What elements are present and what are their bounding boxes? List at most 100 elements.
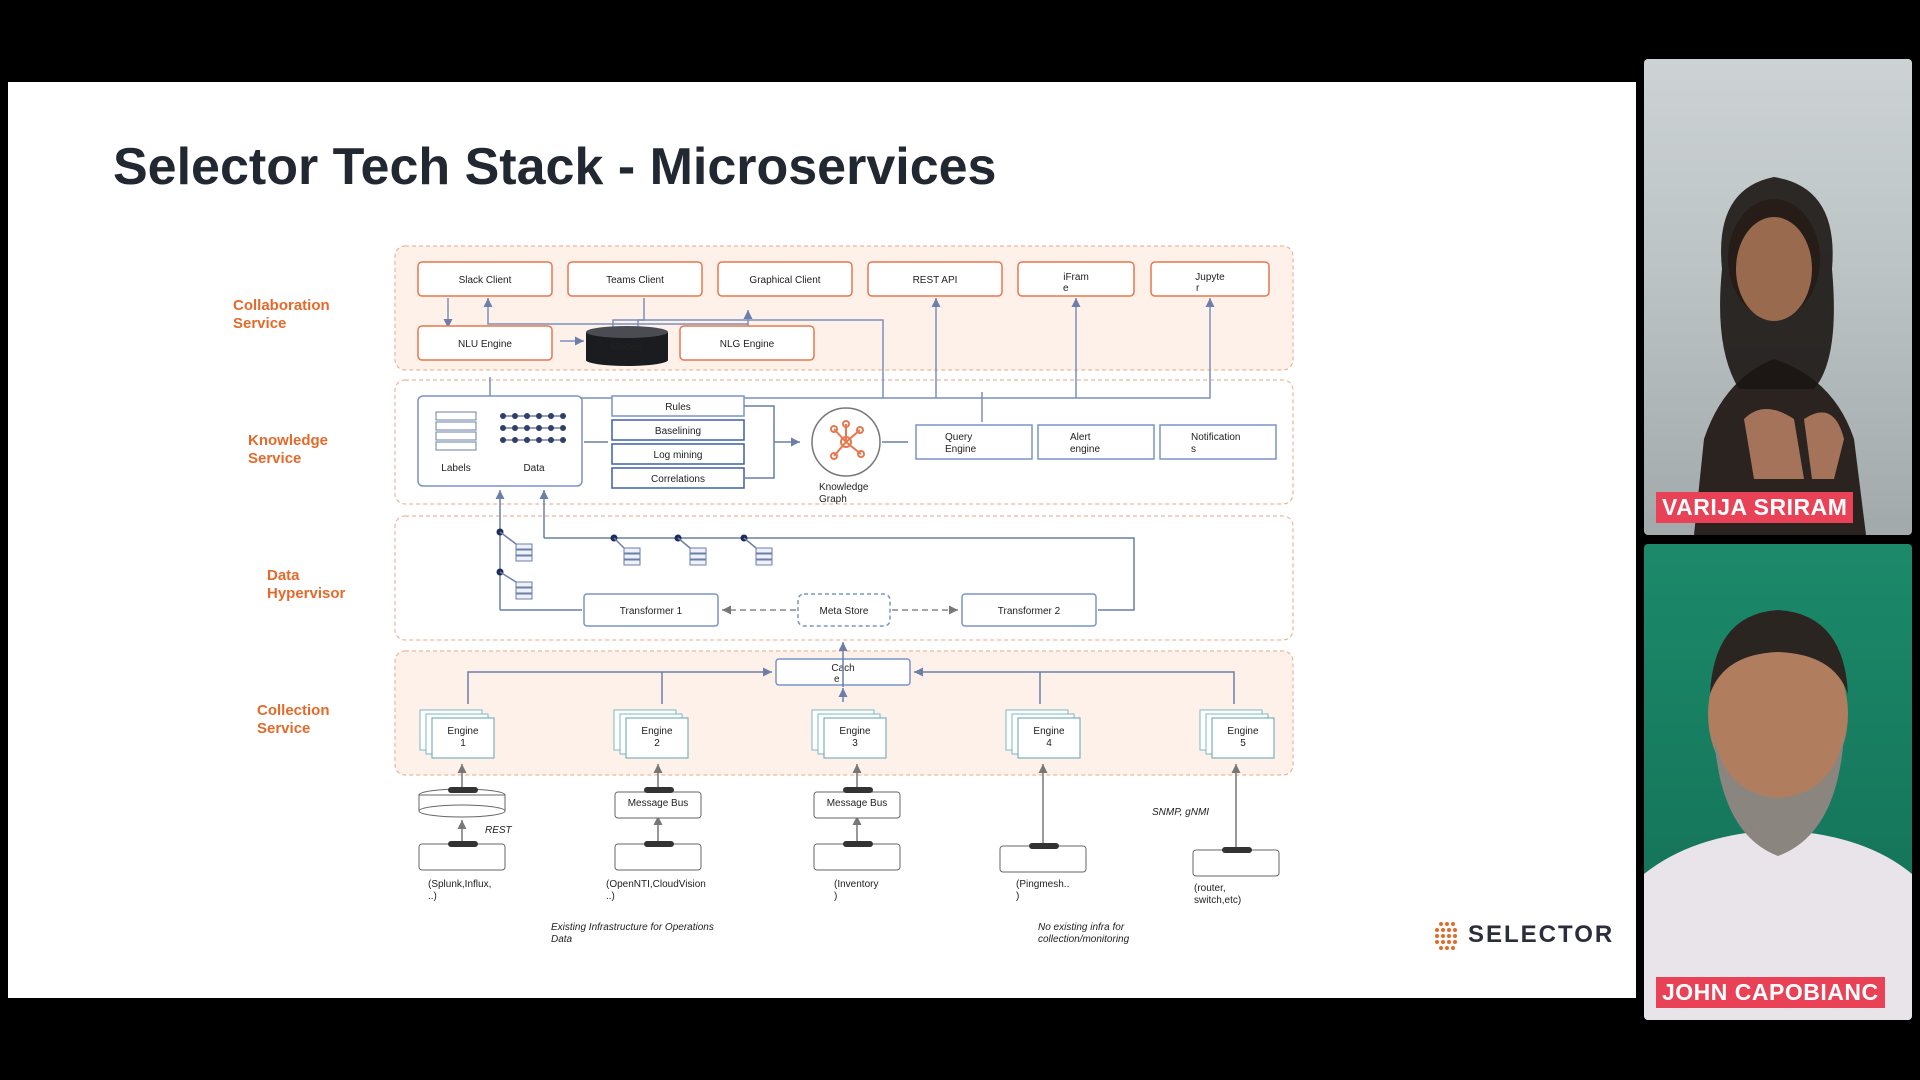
source-3-label-cont: ) (834, 891, 837, 902)
meta-store-label: Meta Store (820, 606, 869, 617)
engine-4-label: Engine (1033, 726, 1065, 737)
source-5-label: (router, (1194, 883, 1226, 894)
source-2-label-cont: ..) (606, 891, 615, 902)
teams-client-box (567, 261, 703, 297)
source-5-label-cont: switch,etc) (1194, 895, 1241, 906)
source-4-label-cont: ) (1016, 891, 1019, 902)
slide-title: Selector Tech Stack - Microservices (113, 138, 997, 196)
engine-4-label-cont: 4 (1046, 738, 1052, 749)
notifications-box (1159, 424, 1277, 460)
jupyter-label-cont: r (1196, 283, 1200, 294)
notifications-label-cont: s (1191, 444, 1196, 455)
engine-1-label: Engine (447, 726, 479, 737)
participant-silhouette (1644, 610, 1912, 1020)
layer-label-line: Service (248, 450, 302, 467)
transformer1-label: Transformer 1 (620, 606, 683, 617)
no-infra-note: No existing infra for (1038, 922, 1125, 933)
query-engine-label: Query (945, 432, 972, 443)
engine-3: Engine 3 (811, 709, 887, 759)
engine-3-label: Engine (839, 726, 871, 737)
engine-2-label: Engine (641, 726, 673, 737)
knowledge-graph-label-cont: Graph (819, 494, 847, 505)
rules-connectors (584, 405, 908, 479)
source-1-label: (Splunk,Influx, (428, 879, 491, 890)
nlg-engine-box (679, 325, 815, 361)
meta-store-box (797, 593, 891, 627)
layer-label-line: Hypervisor (267, 585, 346, 602)
layer-label-line: Service (257, 720, 311, 737)
transformer1-box (583, 593, 719, 627)
teams-client-label: Teams Client (606, 275, 664, 286)
engine-1: Engine 1 (419, 709, 495, 759)
query-engine-box (915, 424, 1033, 460)
source-2-label: (OpenNTI,CloudVision (606, 879, 706, 890)
models-label: Models (611, 342, 643, 353)
participant-video-varija[interactable]: VARIJA SRIRAM (1644, 59, 1912, 535)
engine-3-label-cont: 3 (852, 738, 858, 749)
iframe-box (1017, 261, 1135, 297)
layer-label-collaboration: Collaboration Service (233, 297, 330, 333)
rest-label: REST (485, 825, 513, 836)
message-bus-label-1: Message Bus (628, 798, 689, 809)
labels-label: Labels (441, 463, 470, 474)
snmp-label: SNMP, gNMI (1152, 807, 1209, 818)
alert-engine-box (1037, 424, 1155, 460)
presentation-slide: Selector Tech Stack - Microservices Coll… (8, 82, 1636, 998)
data-icon (500, 413, 566, 443)
engine-2: Engine 2 (613, 709, 689, 759)
slack-client-label: Slack Client (459, 275, 512, 286)
labels-icon (435, 411, 477, 451)
message-bus-label-2: Message Bus (827, 798, 888, 809)
transformer2-label: Transformer 2 (998, 606, 1061, 617)
engine-5-label: Engine (1227, 726, 1259, 737)
source-1-label-cont: ..) (428, 891, 437, 902)
graphical-client-label: Graphical Client (749, 275, 820, 286)
knowledge-graph-icon (811, 407, 881, 477)
engine-4: Engine 4 (1005, 709, 1081, 759)
node-ticks (499, 531, 757, 583)
participant-silhouette (1694, 177, 1866, 535)
cache-label-cont: e (834, 674, 840, 685)
layer-label-line: Collaboration (233, 297, 330, 314)
jupyter-label: Jupyte (1195, 272, 1225, 283)
layer-label-collection: Collection Service (257, 702, 330, 738)
iframe-label: iFram (1063, 272, 1089, 283)
rest-api-label: REST API (913, 275, 958, 286)
alert-engine-label: Alert (1070, 432, 1091, 443)
data-label: Data (523, 463, 545, 474)
source-4-label: (Pingmesh.. (1016, 879, 1069, 890)
notifications-label: Notification (1191, 432, 1240, 443)
rules-stack: Rules Baselining Log mining Correlations (611, 395, 745, 489)
models-cylinder: Models (586, 326, 668, 366)
engine-1-label-cont: 1 (460, 738, 466, 749)
nlu-engine-box (417, 325, 553, 361)
layer-label-line: Knowledge (248, 432, 329, 449)
client-boxes: Slack Client Teams Client Graphical Clie… (417, 261, 1270, 297)
participant-name-tag: VARIJA SRIRAM (1656, 492, 1854, 523)
source-shapes (418, 787, 1280, 877)
graphical-client-box (717, 261, 853, 297)
source-3-label: (Inventory (834, 879, 878, 890)
knowledge-graph-label: Knowledge (819, 482, 869, 493)
query-engine-label-cont: Engine (945, 444, 977, 455)
transformer2-box (961, 593, 1097, 627)
layer-label-line: Service (233, 315, 287, 332)
layer-label-knowledge: Knowledge Service (248, 432, 328, 468)
engine-5-label-cont: 5 (1240, 738, 1246, 749)
existing-infra-note-cont: Data (551, 934, 573, 945)
layer-label-line: Data (267, 567, 300, 584)
participant-video-john[interactable]: JOHN CAPOBIANC (1644, 544, 1912, 1020)
selector-logo-text: SELECTOR (1468, 921, 1615, 948)
layer-label-hypervisor: Data Hypervisor (267, 567, 345, 603)
labels-data-box (417, 395, 583, 487)
iframe-label-cont: e (1063, 283, 1069, 294)
log-mining-label: Log mining (654, 450, 703, 461)
source-arrows (457, 764, 1241, 848)
rest-api-box (867, 261, 1003, 297)
baselining-label: Baselining (655, 426, 701, 437)
correlations-label: Correlations (651, 474, 705, 485)
rules-label: Rules (665, 402, 691, 413)
participant-name-tag: JOHN CAPOBIANC (1656, 977, 1885, 1008)
no-infra-note-cont: collection/monitoring (1038, 934, 1130, 945)
hypervisor-connectors (495, 490, 1135, 611)
